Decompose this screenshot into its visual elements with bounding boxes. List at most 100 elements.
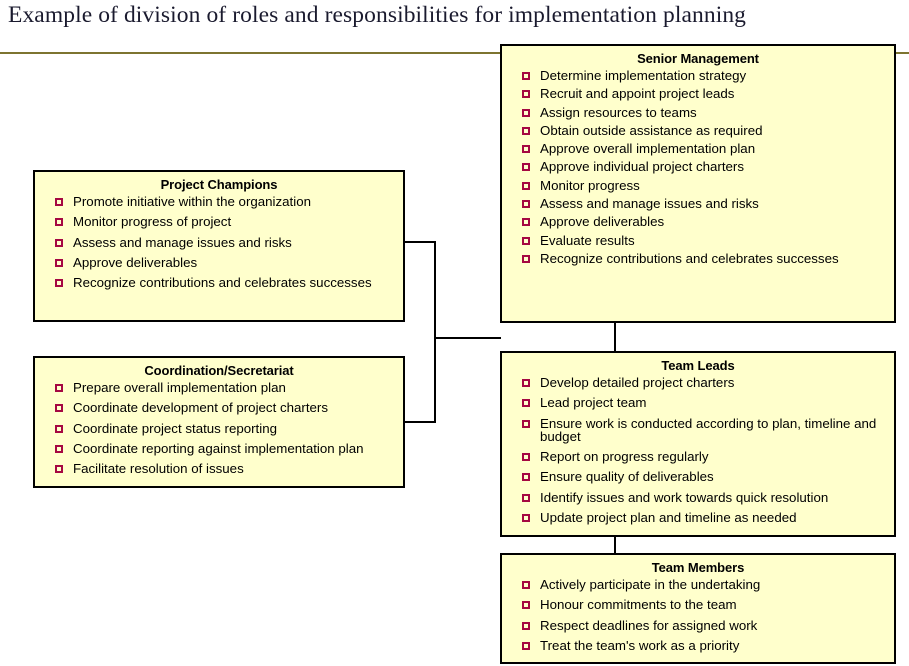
role-box-team-members: Team Members Actively participate in the… [500, 553, 896, 664]
responsibility-item-label: Monitor progress of project [73, 214, 232, 230]
responsibility-item: Approve deliverables [55, 256, 397, 269]
responsibility-item: Monitor progress of project [55, 214, 397, 230]
hollow-square-bullet-icon [522, 108, 530, 117]
responsibility-item: Approve individual project charters [522, 159, 888, 175]
responsibility-item: Respect deadlines for assigned work [522, 617, 888, 633]
responsibility-item-label: Respect deadlines for assigned work [540, 617, 758, 633]
hollow-square-bullet-icon [55, 238, 63, 247]
responsibility-item-label: Approve individual project charters [540, 159, 744, 175]
responsibility-item-label: Honour commitments to the team [540, 597, 737, 613]
hollow-square-bullet-icon [522, 419, 530, 428]
hollow-square-bullet-icon [55, 279, 63, 288]
hollow-square-bullet-icon [522, 453, 530, 462]
hollow-square-bullet-icon [522, 601, 530, 610]
responsibility-item-label: Promote initiative within the organizati… [73, 194, 311, 209]
hollow-square-bullet-icon [522, 399, 530, 408]
responsibility-item-label: Report on progress regularly [540, 449, 709, 465]
hollow-square-bullet-icon [522, 126, 530, 135]
responsibility-item: Promote initiative within the organizati… [55, 195, 397, 208]
responsibility-item: Update project plan and timeline as need… [522, 511, 888, 524]
hollow-square-bullet-icon [55, 258, 63, 267]
responsibility-item: Prepare overall implementation plan [55, 381, 397, 394]
role-box-title-coordination-secretariat: Coordination/Secretariat [144, 363, 294, 378]
responsibility-item-label: Monitor progress [540, 177, 640, 193]
hollow-square-bullet-icon [55, 444, 63, 453]
responsibility-list-project-champions: Promote initiative within the organizati… [35, 195, 403, 289]
role-box-title-team-leads: Team Leads [661, 358, 735, 373]
responsibility-item: Assess and manage issues and risks [522, 197, 888, 210]
responsibility-item: Approve deliverables [522, 214, 888, 230]
responsibility-item-label: Ensure work is conducted according to pl… [540, 415, 877, 444]
hollow-square-bullet-icon [522, 236, 530, 245]
responsibility-item-label: Lead project team [540, 395, 647, 411]
title-divider-rule [0, 52, 909, 54]
responsibility-item: Ensure work is conducted according to pl… [522, 417, 888, 444]
responsibility-item: Assign resources to teams [522, 104, 888, 120]
responsibility-item: Facilitate resolution of issues [55, 462, 397, 475]
connector-coordination-to-bus [403, 421, 436, 423]
responsibility-item-label: Coordinate development of project charte… [73, 400, 328, 416]
hollow-square-bullet-icon [522, 581, 530, 589]
responsibility-item: Determine implementation strategy [522, 69, 888, 82]
hollow-square-bullet-icon [522, 163, 530, 172]
responsibility-item: Approve overall implementation plan [522, 142, 888, 155]
responsibility-item: Recruit and appoint project leads [522, 86, 888, 102]
responsibility-item: Treat the team's work as a priority [522, 639, 888, 652]
responsibility-item-label: Approve deliverables [540, 214, 665, 230]
role-box-title-team-members: Team Members [651, 560, 745, 575]
responsibility-item: Ensure quality of deliverables [522, 470, 888, 484]
hollow-square-bullet-icon [522, 72, 530, 80]
connector-project-champions-to-bus [403, 241, 436, 243]
hollow-square-bullet-icon [55, 465, 63, 474]
role-box-project-champions: Project Champions Promote initiative wit… [33, 170, 405, 322]
hollow-square-bullet-icon [522, 254, 530, 263]
hollow-square-bullet-icon [55, 384, 63, 392]
hollow-square-bullet-icon [55, 198, 63, 206]
responsibility-item-label: Assess and manage issues and risks [540, 196, 759, 212]
responsibility-item-label: Develop detailed project charters [540, 375, 735, 390]
responsibility-item: Coordinate project status reporting [55, 421, 397, 435]
hollow-square-bullet-icon [55, 424, 63, 433]
hollow-square-bullet-icon [522, 514, 530, 523]
hollow-square-bullet-icon [55, 404, 63, 413]
hollow-square-bullet-icon [55, 218, 63, 227]
responsibility-item-label: Determine implementation strategy [540, 68, 747, 83]
role-box-title-project-champions: Project Champions [160, 177, 278, 192]
responsibility-item-label: Evaluate results [540, 232, 635, 248]
responsibility-item-label: Obtain outside assistance as required [540, 122, 763, 138]
connector-senior-management-to-team-leads [614, 322, 616, 352]
hollow-square-bullet-icon [522, 181, 530, 190]
responsibility-item-label: Recognize contributions and celebrates s… [540, 250, 839, 266]
responsibility-item: Coordinate development of project charte… [55, 400, 397, 416]
responsibility-item-label: Identify issues and work towards quick r… [540, 489, 829, 505]
hollow-square-bullet-icon [522, 493, 530, 502]
role-box-coordination-secretariat: Coordination/Secretariat Prepare overall… [33, 356, 405, 488]
responsibility-item-label: Recognize contributions and celebrates s… [73, 275, 372, 291]
hollow-square-bullet-icon [522, 90, 530, 99]
hollow-square-bullet-icon [522, 379, 530, 387]
connector-bus-to-right-column [434, 337, 501, 339]
hollow-square-bullet-icon [522, 621, 530, 630]
connector-left-vertical-bus [434, 241, 436, 423]
responsibility-item-label: Assign resources to teams [540, 104, 697, 120]
hollow-square-bullet-icon [522, 473, 530, 482]
hollow-square-bullet-icon [522, 200, 530, 209]
hollow-square-bullet-icon [522, 218, 530, 227]
responsibility-item: Assess and manage issues and risks [55, 234, 397, 250]
connector-team-leads-to-team-members [614, 536, 616, 554]
responsibility-item: Coordinate reporting against implementat… [55, 442, 397, 455]
responsibility-item-label: Treat the team's work as a priority [540, 637, 740, 653]
role-box-team-leads: Team Leads Develop detailed project char… [500, 351, 896, 537]
responsibility-item: Obtain outside assistance as required [522, 124, 888, 137]
responsibility-item: Identify issues and work towards quick r… [522, 489, 888, 505]
responsibility-item-label: Update project plan and timeline as need… [540, 510, 797, 526]
responsibility-item: Develop detailed project charters [522, 376, 888, 389]
responsibility-item-label: Approve deliverables [73, 254, 198, 270]
hollow-square-bullet-icon [522, 641, 530, 650]
responsibility-item-label: Approve overall implementation plan [540, 141, 756, 157]
responsibility-item-label: Recruit and appoint project leads [540, 86, 735, 102]
responsibility-item-label: Assess and manage issues and risks [73, 234, 292, 250]
